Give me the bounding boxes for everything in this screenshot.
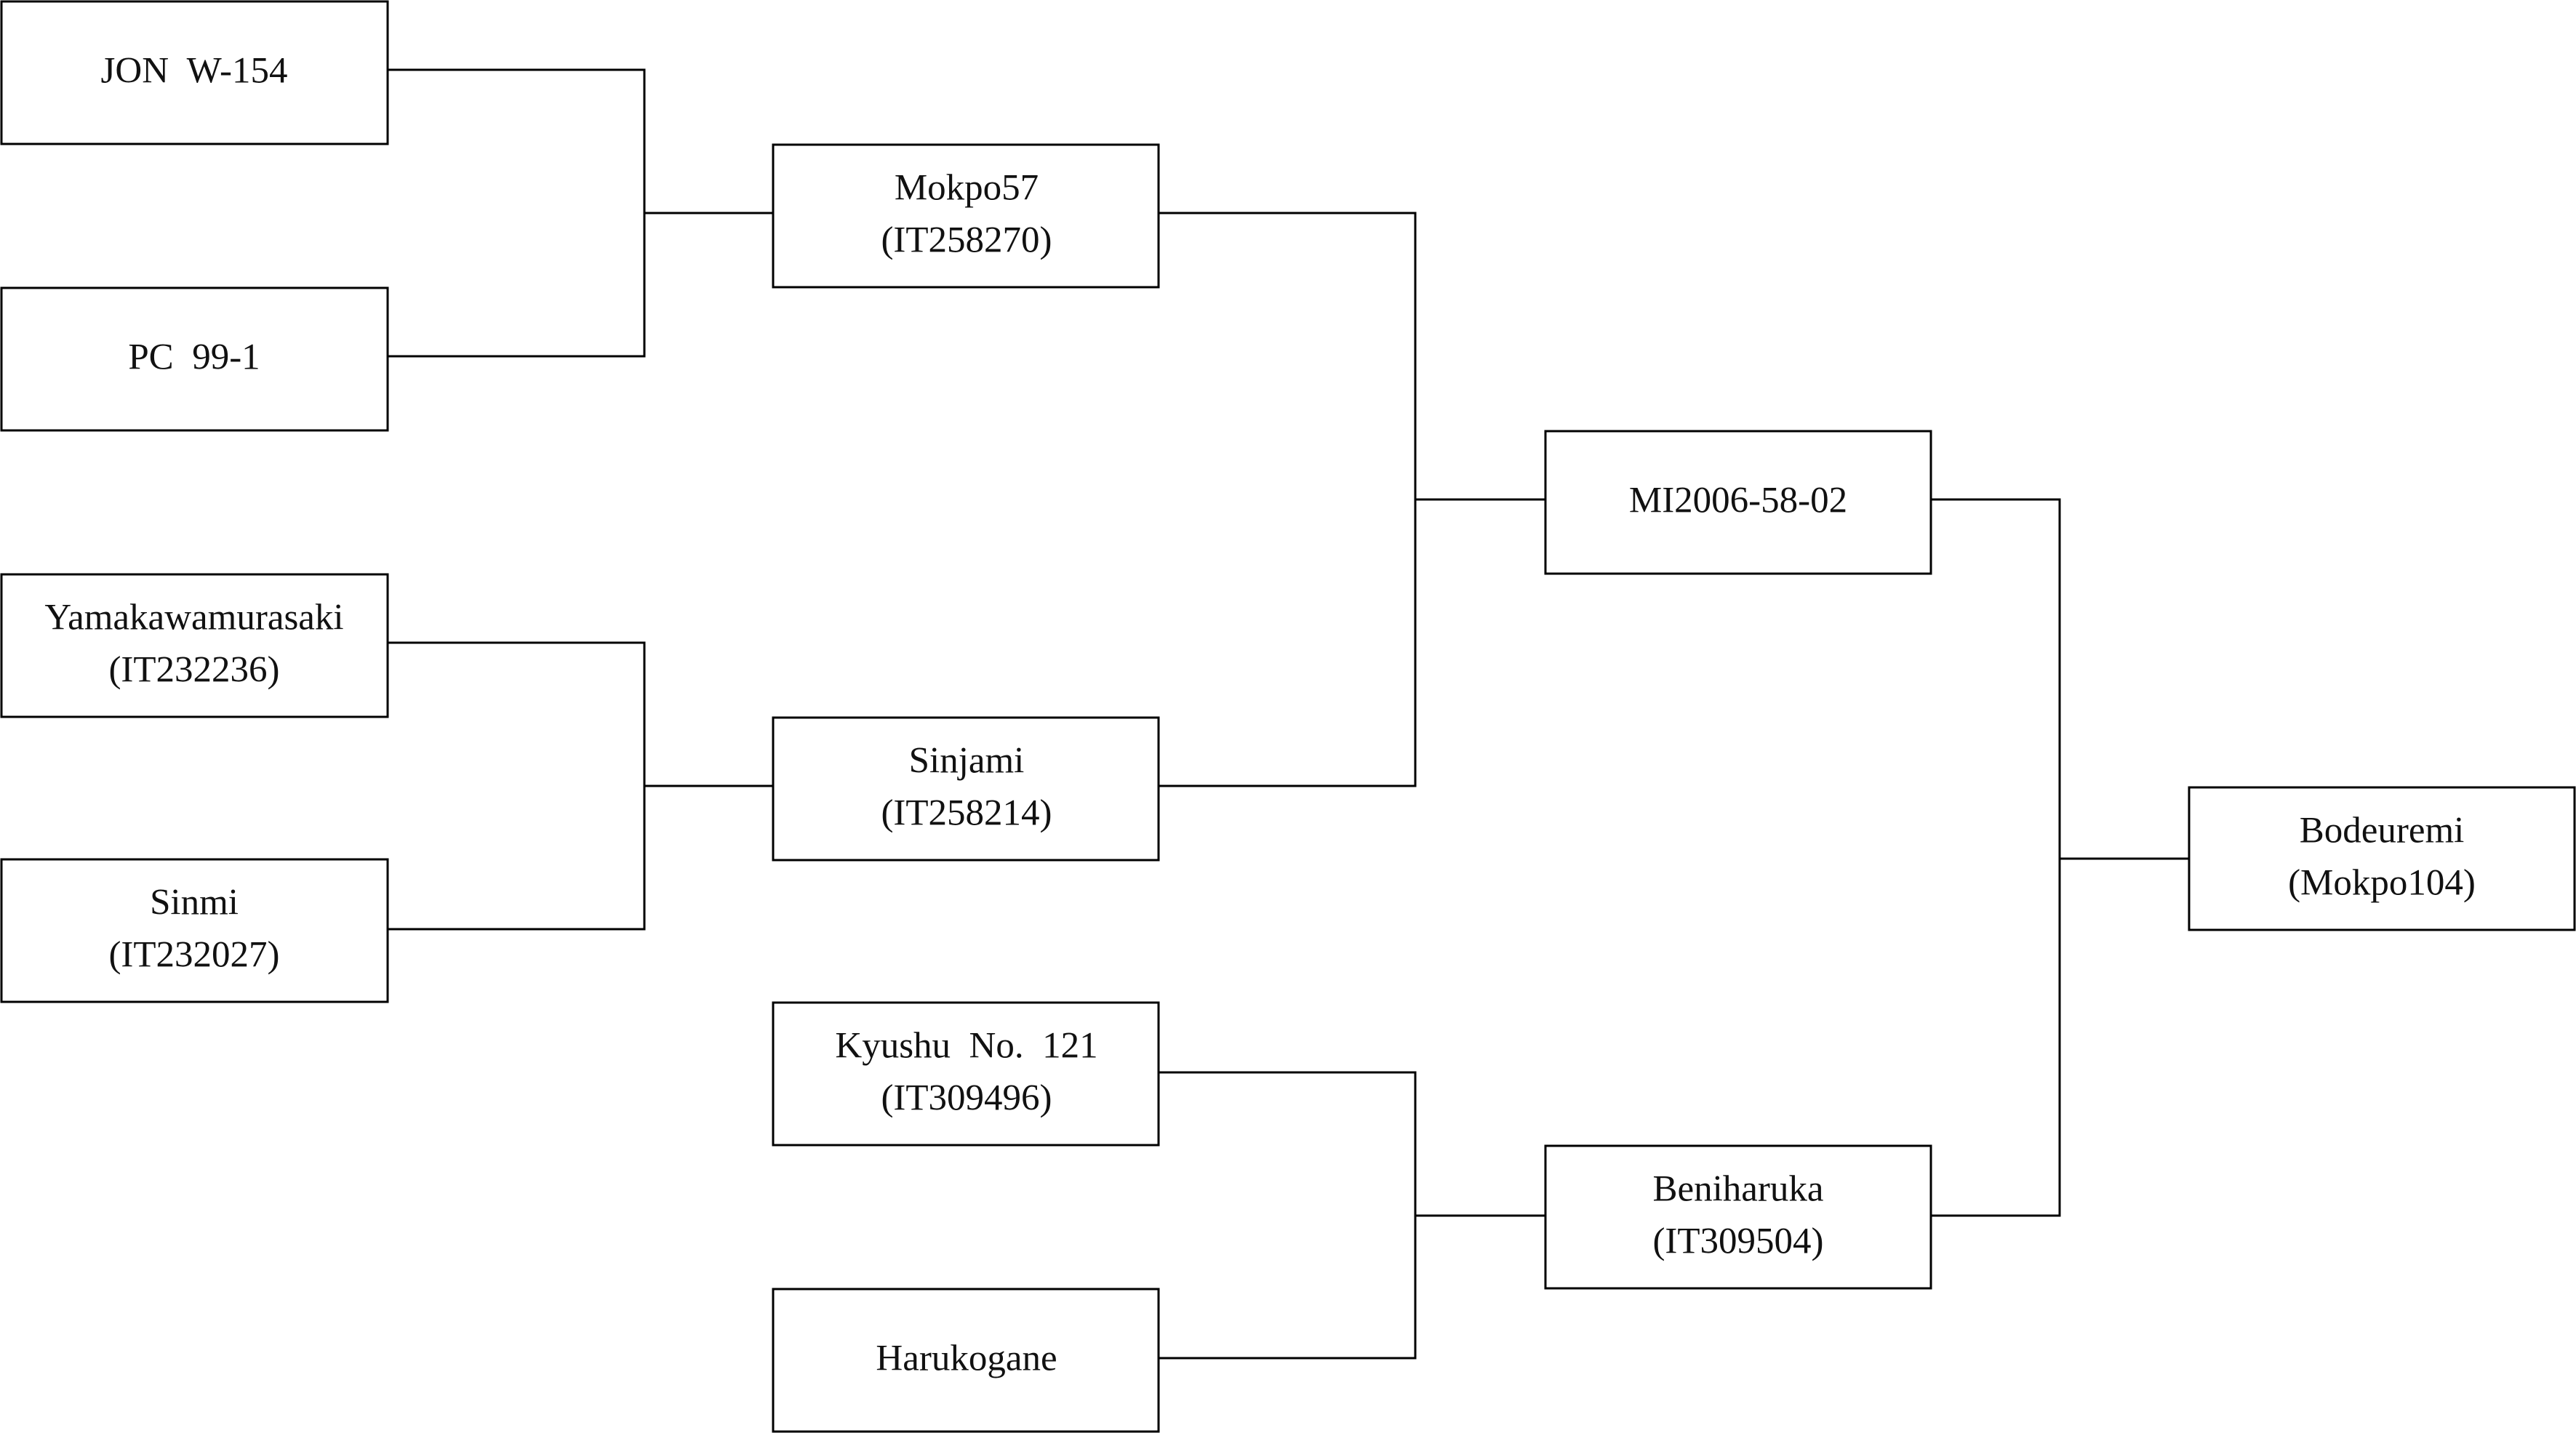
node-bodeuremi: Bodeuremi (Mokpo104) <box>2188 786 2576 931</box>
node-mi2006-58-02: MI2006-58-02 <box>1544 430 1932 575</box>
node-label: PC 99-1 <box>128 337 260 378</box>
node-label: Mokpo57 <box>895 168 1039 209</box>
node-label: Beniharuka <box>1652 1169 1823 1210</box>
connector-lines <box>388 68 2189 1360</box>
connector-jon-pc-to-mokpo57 <box>388 68 646 358</box>
node-label: Harukogane <box>876 1338 1057 1379</box>
connector-mokpo57-sinjami-to-mi2006 <box>1159 212 1417 787</box>
node-sinjami: Sinjami (IT258214) <box>772 716 1160 862</box>
node-id: (Mokpo104) <box>2288 863 2476 904</box>
node-id: (IT232027) <box>108 935 279 976</box>
node-label: MI2006-58-02 <box>1629 481 1847 521</box>
node-id: (IT309496) <box>881 1078 1052 1119</box>
node-id: (IT258214) <box>881 793 1052 834</box>
node-label: Yamakawamurasaki <box>44 598 343 638</box>
node-yamakawamurasaki: Yamakawamurasaki (IT232236) <box>0 573 389 718</box>
node-id: (IT258270) <box>881 220 1052 261</box>
node-harukogane: Harukogane <box>772 1288 1160 1433</box>
node-label: JON W-154 <box>101 51 288 92</box>
node-id: (IT309504) <box>1652 1221 1823 1262</box>
node-id: (IT232236) <box>108 650 279 691</box>
node-label: Kyushu No. 121 <box>835 1026 1097 1067</box>
connector-yamakawa-sinmi-to-sinjami <box>388 641 646 931</box>
node-beniharuka: Beniharuka (IT309504) <box>1544 1144 1932 1290</box>
node-kyushu-no-121: Kyushu No. 121 (IT309496) <box>772 1001 1160 1147</box>
node-label: Bodeuremi <box>2300 811 2465 851</box>
connector-kyushu-harukogane-to-beniharuka <box>1159 1071 1417 1360</box>
connector-mi2006-beniharuka-to-bodeuremi <box>1931 498 2061 1217</box>
node-mokpo57: Mokpo57 (IT258270) <box>772 143 1160 289</box>
node-pc-99-1: PC 99-1 <box>0 286 389 432</box>
node-sinmi: Sinmi (IT232027) <box>0 858 389 1003</box>
node-jon-w154: JON W-154 <box>0 0 389 145</box>
node-label: Sinjami <box>909 741 1025 782</box>
node-label: Sinmi <box>150 883 239 923</box>
